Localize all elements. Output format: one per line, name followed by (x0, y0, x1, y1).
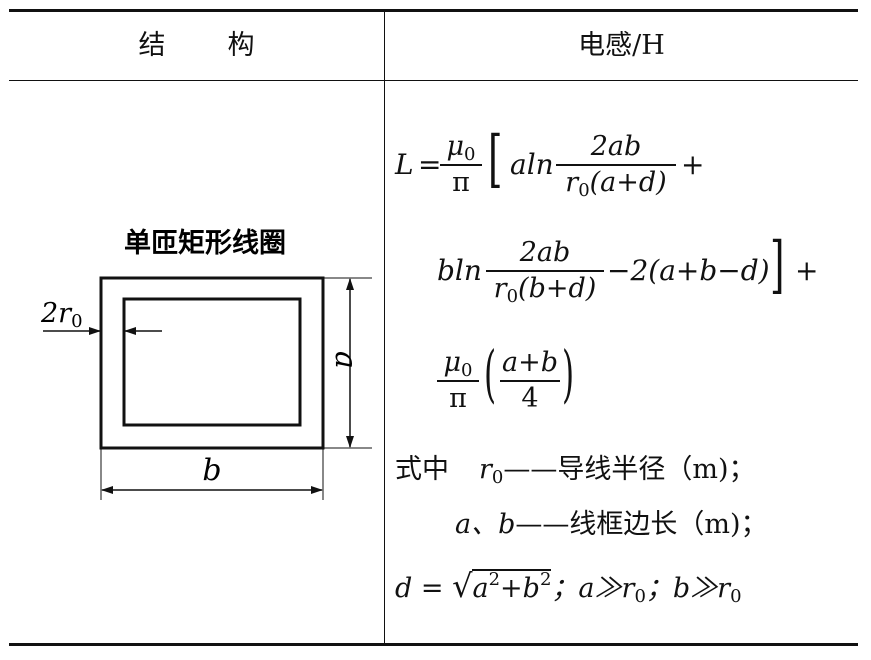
fraction-2ab-over-r0-a-plus-d: 2ab r0(a+d) (556, 130, 676, 201)
wire-diameter-label: 2r0 (40, 298, 83, 332)
left-bracket: [ (488, 122, 503, 195)
term-b-ln: bln (437, 254, 482, 287)
right-paren: ) (562, 337, 575, 410)
plus-sign-1: + (681, 148, 705, 181)
width-label: b (202, 453, 221, 488)
table-bottom-rule (9, 643, 858, 646)
plus-sign-2: + (795, 254, 819, 287)
height-label: a (328, 351, 363, 369)
fraction-mu-over-pi-2: μ0 π (437, 346, 479, 416)
table-top-rule (9, 9, 858, 12)
rectangular-coil-diagram: 单匝矩形线圈 2r0 a b (40, 228, 372, 500)
outer-loop-edge (99, 276, 325, 450)
table-header-rule (9, 80, 858, 81)
formula-L: L (395, 148, 414, 181)
fraction-mu-over-pi: μ0 π (440, 130, 482, 200)
term-a-ln: aln (510, 148, 554, 181)
left-paren: ( (484, 337, 497, 410)
column-divider (384, 11, 385, 644)
inner-loop-edge (122, 297, 302, 427)
note-a-b: a、b——线框边长（m)； (455, 509, 768, 540)
header-structure: 结构 (138, 30, 317, 61)
fraction-2ab-over-r0-b-plus-d: 2ab r0(b+d) (486, 236, 604, 307)
formula-equals: = (418, 148, 442, 181)
term-minus-2-a-plus-b-minus-d: −2(a+b−d) (607, 254, 770, 287)
header-inductance: 电感/H (578, 30, 665, 61)
fraction-a-plus-b-over-4: a+b 4 (500, 347, 560, 414)
note-d-definition: d = √a2+b2；a≫r0；b≫r0 (395, 567, 742, 607)
diagram-caption: 单匝矩形线圈 (124, 228, 286, 259)
right-bracket: ] (770, 228, 785, 301)
